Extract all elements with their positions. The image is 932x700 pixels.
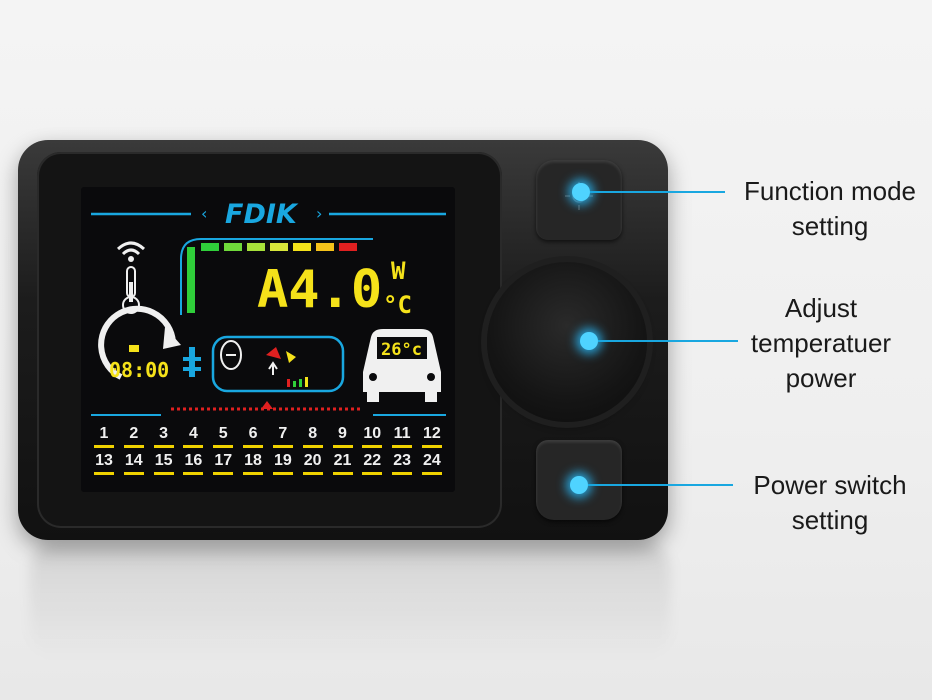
hour-cell: 14	[121, 452, 147, 475]
hour-cell: 7	[270, 425, 296, 448]
heater-icon	[211, 335, 345, 393]
car-icon	[363, 329, 441, 402]
power-unit: W	[391, 257, 406, 285]
hour-cell: 22	[359, 452, 385, 475]
hour-cell: 23	[389, 452, 415, 475]
power-switch-label: Power switch setting	[753, 470, 907, 535]
hour-cell: 12	[419, 425, 445, 448]
hour-cell: 1	[91, 425, 117, 448]
hour-cell: 17	[210, 452, 236, 475]
header-bar: ‹ › FDIK	[91, 199, 446, 230]
hour-cell: 20	[300, 452, 326, 475]
thermometer-icon	[122, 266, 140, 314]
adjust-knob[interactable]	[487, 262, 647, 422]
hour-cell: 6	[240, 425, 266, 448]
lcd-screen: ‹ › FDIK A4.0 W	[81, 187, 455, 492]
svg-text:›: ›	[316, 204, 322, 223]
main-readout: A4.0	[257, 260, 382, 320]
hour-cell: 9	[330, 425, 356, 448]
function-mode-label: Function mode setting	[744, 176, 916, 241]
hour-cell: 18	[240, 452, 266, 475]
timer-time: 08:00	[109, 358, 169, 382]
callout-line-function	[590, 191, 725, 193]
hour-cell: 13	[91, 452, 117, 475]
power-indicator	[570, 476, 588, 494]
svg-text:‹: ‹	[201, 204, 207, 223]
knob-indicator	[580, 332, 598, 350]
hour-cell: 2	[121, 425, 147, 448]
hour-cell: 21	[330, 452, 356, 475]
hour-cell: 11	[389, 425, 415, 448]
hour-cell: 19	[270, 452, 296, 475]
divider	[91, 401, 446, 416]
power-level-bar	[180, 238, 373, 315]
temp-unit: °C	[383, 291, 412, 319]
adjust-label: Adjust temperatuer power	[750, 293, 892, 393]
callout-line-power	[588, 484, 733, 486]
hour-cell: 10	[359, 425, 385, 448]
hour-cell: 3	[151, 425, 177, 448]
hour-cell: 15	[151, 452, 177, 475]
outside-temp: 26°c	[381, 340, 422, 360]
hour-cell: 16	[180, 452, 206, 475]
hour-cell: 4	[180, 425, 206, 448]
device-reflection	[30, 540, 670, 660]
hour-cell: 5	[210, 425, 236, 448]
hour-cell: 24	[419, 452, 445, 475]
callout-line-adjust	[598, 340, 738, 342]
timer-icon	[98, 305, 181, 380]
function-mode-indicator	[572, 183, 590, 201]
wifi-icon	[116, 241, 146, 262]
pump-icon	[183, 347, 201, 377]
brand-logo: FDIK	[225, 199, 299, 230]
hour-cell: 8	[300, 425, 326, 448]
